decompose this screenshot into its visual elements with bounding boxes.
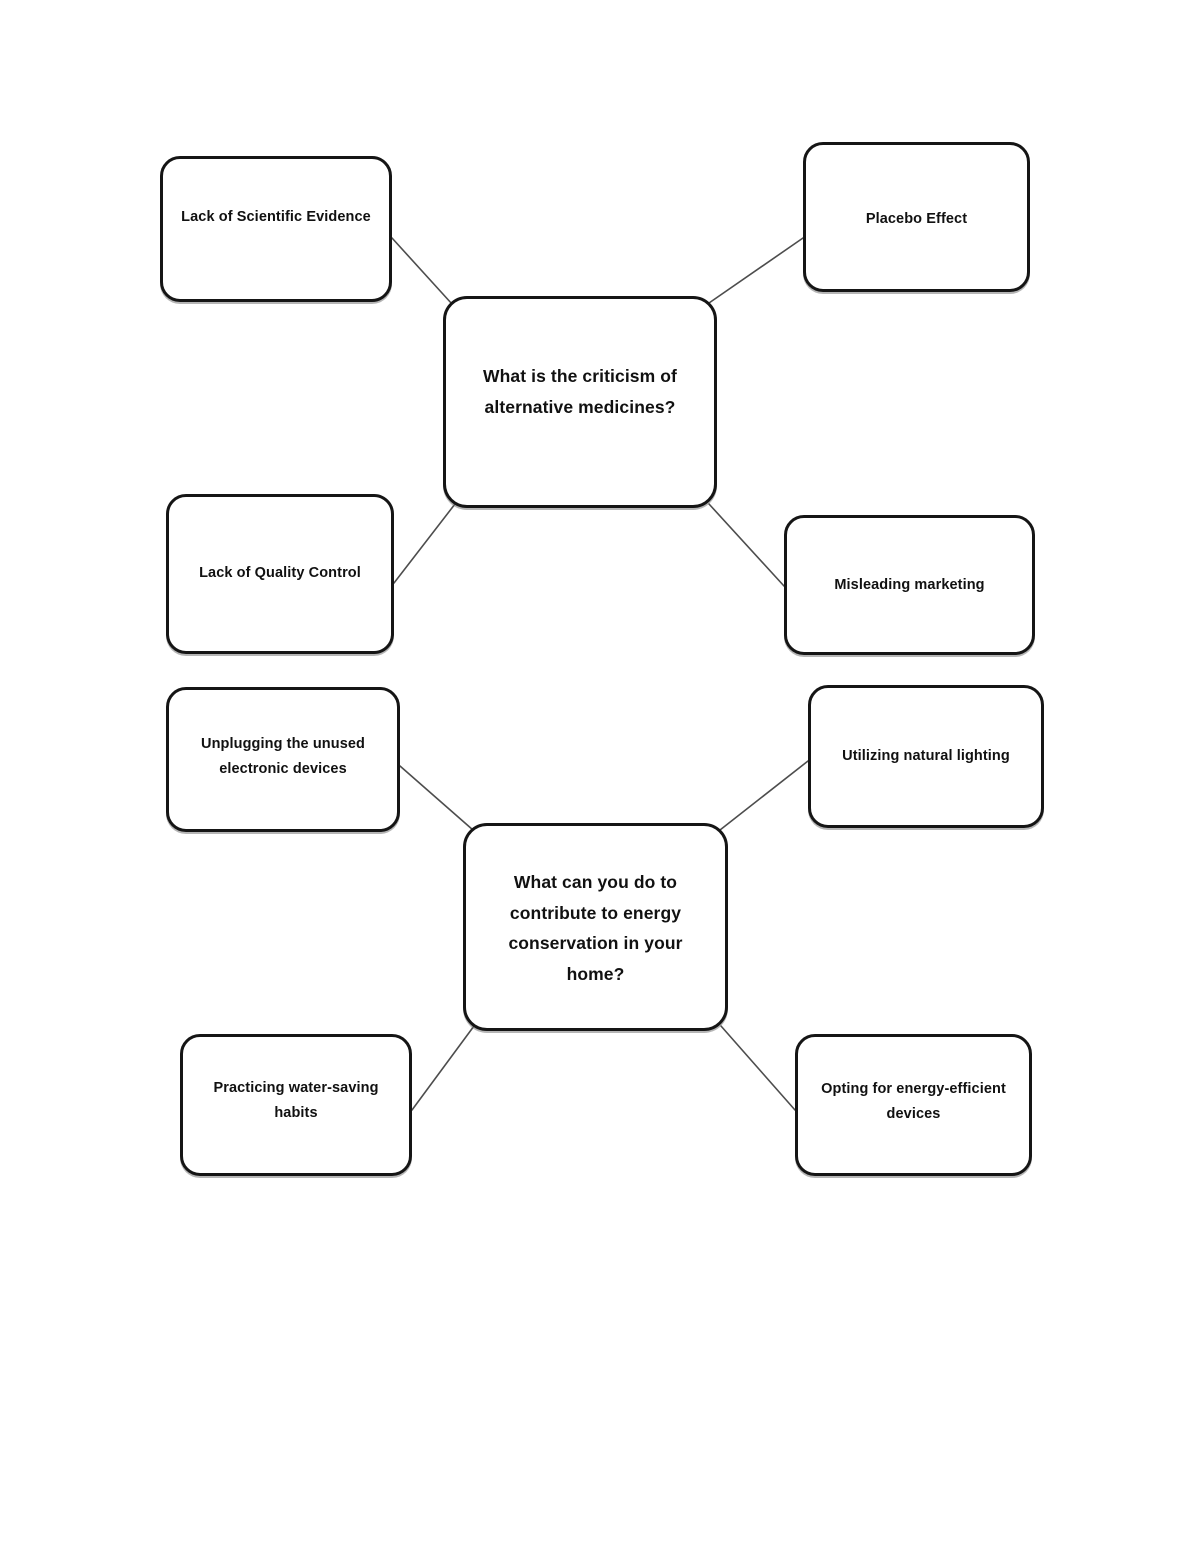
node-label: Placebo Effect xyxy=(865,211,968,227)
node-misleading-marketing[interactable]: Misleading marketing xyxy=(784,515,1035,655)
node-label: Opting for energy-efficient devices xyxy=(821,1081,1006,1122)
node-label: Lack of Quality Control xyxy=(199,565,361,581)
central-node-criticism-of-alternative-medicines[interactable]: What is the criticism of alternative med… xyxy=(443,296,717,508)
node-lack-of-quality-control[interactable]: Lack of Quality Control xyxy=(166,494,394,654)
node-utilizing-natural-lighting[interactable]: Utilizing natural lighting xyxy=(808,685,1044,828)
central-node-label: What is the criticism of alternative med… xyxy=(483,366,677,417)
connector-criticism-to-misleading-marketing xyxy=(708,503,785,587)
connector-criticism-to-placebo-effect xyxy=(708,237,804,304)
node-label: Lack of Scientific Evidence xyxy=(181,209,371,225)
node-label: Unplugging the unused electronic devices xyxy=(201,736,365,777)
connector-energy-to-utilizing-lighting xyxy=(719,760,809,831)
connector-energy-to-water-saving xyxy=(411,1025,475,1111)
central-node-energy-conservation-at-home[interactable]: What can you do to contribute to energy … xyxy=(463,823,728,1031)
connector-criticism-to-lack-scientific-evidence xyxy=(391,237,453,305)
connector-energy-to-energy-efficient xyxy=(720,1025,796,1111)
node-label: Utilizing natural lighting xyxy=(842,748,1010,764)
node-unplugging-the-unused-electronic-devices[interactable]: Unplugging the unused electronic devices xyxy=(166,687,400,832)
node-placebo-effect[interactable]: Placebo Effect xyxy=(803,142,1030,292)
connector-criticism-to-lack-quality-control xyxy=(393,503,456,584)
node-practicing-water-saving-habits[interactable]: Practicing water-saving habits xyxy=(180,1034,412,1176)
connector-energy-to-unplugging-devices xyxy=(399,765,474,831)
central-node-label: What can you do to contribute to energy … xyxy=(508,872,683,984)
node-lack-of-scientific-evidence[interactable]: Lack of Scientific Evidence xyxy=(160,156,392,302)
node-label: Misleading marketing xyxy=(834,577,985,593)
node-label: Practicing water-saving habits xyxy=(213,1080,379,1121)
node-opting-for-energy-efficient-devices[interactable]: Opting for energy-efficient devices xyxy=(795,1034,1032,1176)
